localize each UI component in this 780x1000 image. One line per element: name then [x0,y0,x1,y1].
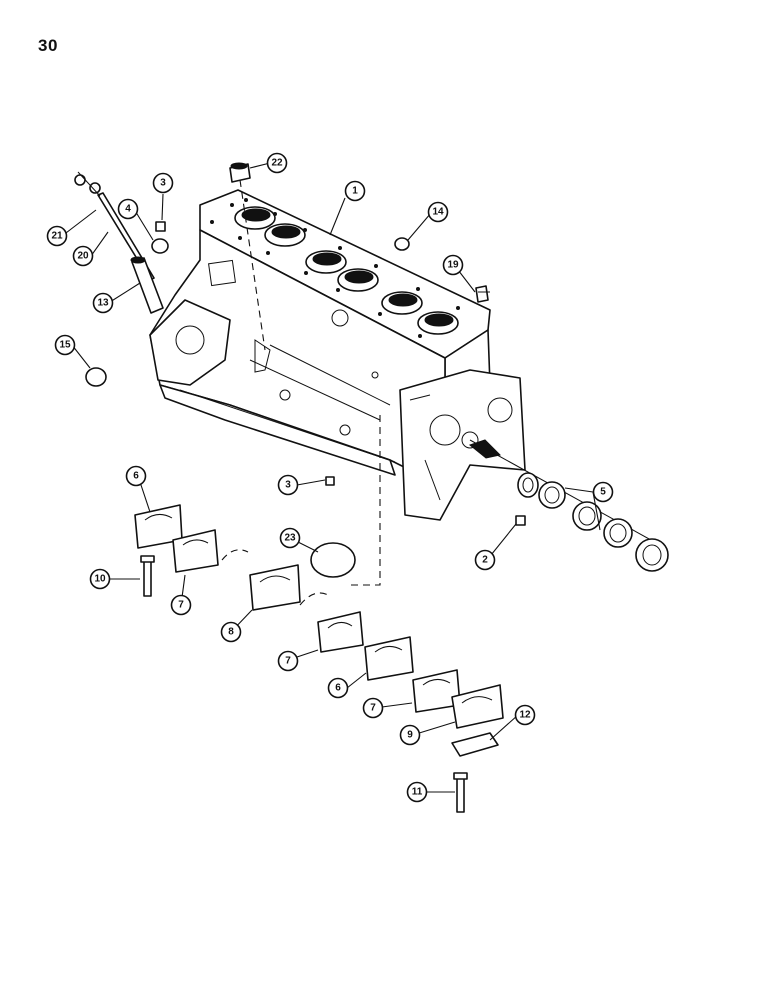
callout-15: 15 [54,334,76,356]
callout-6-upper: 6 [125,465,147,487]
svg-text:1: 1 [352,186,358,197]
svg-text:5: 5 [600,487,606,498]
plug-4 [151,238,169,254]
fitting-2 [515,515,526,526]
callout-6-lower: 6 [327,677,349,699]
callout-10: 10 [89,568,111,590]
svg-text:10: 10 [94,574,106,585]
svg-text:21: 21 [51,231,63,242]
plug-3-lower [325,476,335,486]
callout-19: 19 [442,254,464,276]
thrust-washer-lower [299,592,329,606]
svg-text:8: 8 [228,627,234,638]
svg-text:6: 6 [133,471,139,482]
svg-text:20: 20 [77,251,89,262]
plug-23 [310,542,356,578]
callout-23: 23 [279,527,301,549]
svg-text:6: 6 [335,683,341,694]
callout-21: 21 [46,225,68,247]
svg-text:13: 13 [97,298,109,309]
bolt-11 [453,772,468,813]
thrust-washer-upper [221,549,249,561]
svg-text:3: 3 [160,178,166,189]
svg-text:7: 7 [285,656,291,667]
callout-4: 4 [117,198,139,220]
callout-8: 8 [220,621,242,643]
callout-5: 5 [592,481,614,503]
svg-text:2: 2 [482,555,488,566]
svg-text:15: 15 [59,340,71,351]
plug-15 [85,367,107,387]
callout-11: 11 [406,781,428,803]
callout-14: 14 [427,201,449,223]
callout-7-upper: 7 [170,594,192,616]
svg-text:7: 7 [178,600,184,611]
svg-text:3: 3 [285,480,291,491]
plug-22 [229,162,251,183]
callout-3-upper: 3 [152,172,174,194]
svg-text:19: 19 [447,260,459,271]
tube-13 [130,256,164,314]
bearing-caps [134,504,504,729]
callout-12: 12 [514,704,536,726]
svg-text:11: 11 [412,787,423,798]
plug-14 [394,237,410,251]
screw-19 [475,285,490,303]
callout-2: 2 [474,549,496,571]
svg-text:23: 23 [284,533,296,544]
cylinder-block [149,179,661,586]
plate-12 [451,732,499,757]
svg-text:12: 12 [519,710,531,721]
callout-20: 20 [72,245,94,267]
callout-22: 22 [266,152,288,174]
svg-text:7: 7 [370,703,376,714]
svg-text:4: 4 [125,204,131,215]
callout-1: 1 [344,180,366,202]
svg-text:9: 9 [407,730,413,741]
callout-13: 13 [92,292,114,314]
callout-7-lower: 7 [362,697,384,719]
svg-text:22: 22 [271,158,283,169]
callout-3-lower: 3 [277,474,299,496]
svg-text:14: 14 [432,207,444,218]
plug-3-upper [155,221,166,232]
camshaft-bearings-5 [517,472,669,572]
bolt-10 [140,555,155,597]
callout-7-middle: 7 [277,650,299,672]
page-number: 30 [38,36,58,55]
callout-9: 9 [399,724,421,746]
